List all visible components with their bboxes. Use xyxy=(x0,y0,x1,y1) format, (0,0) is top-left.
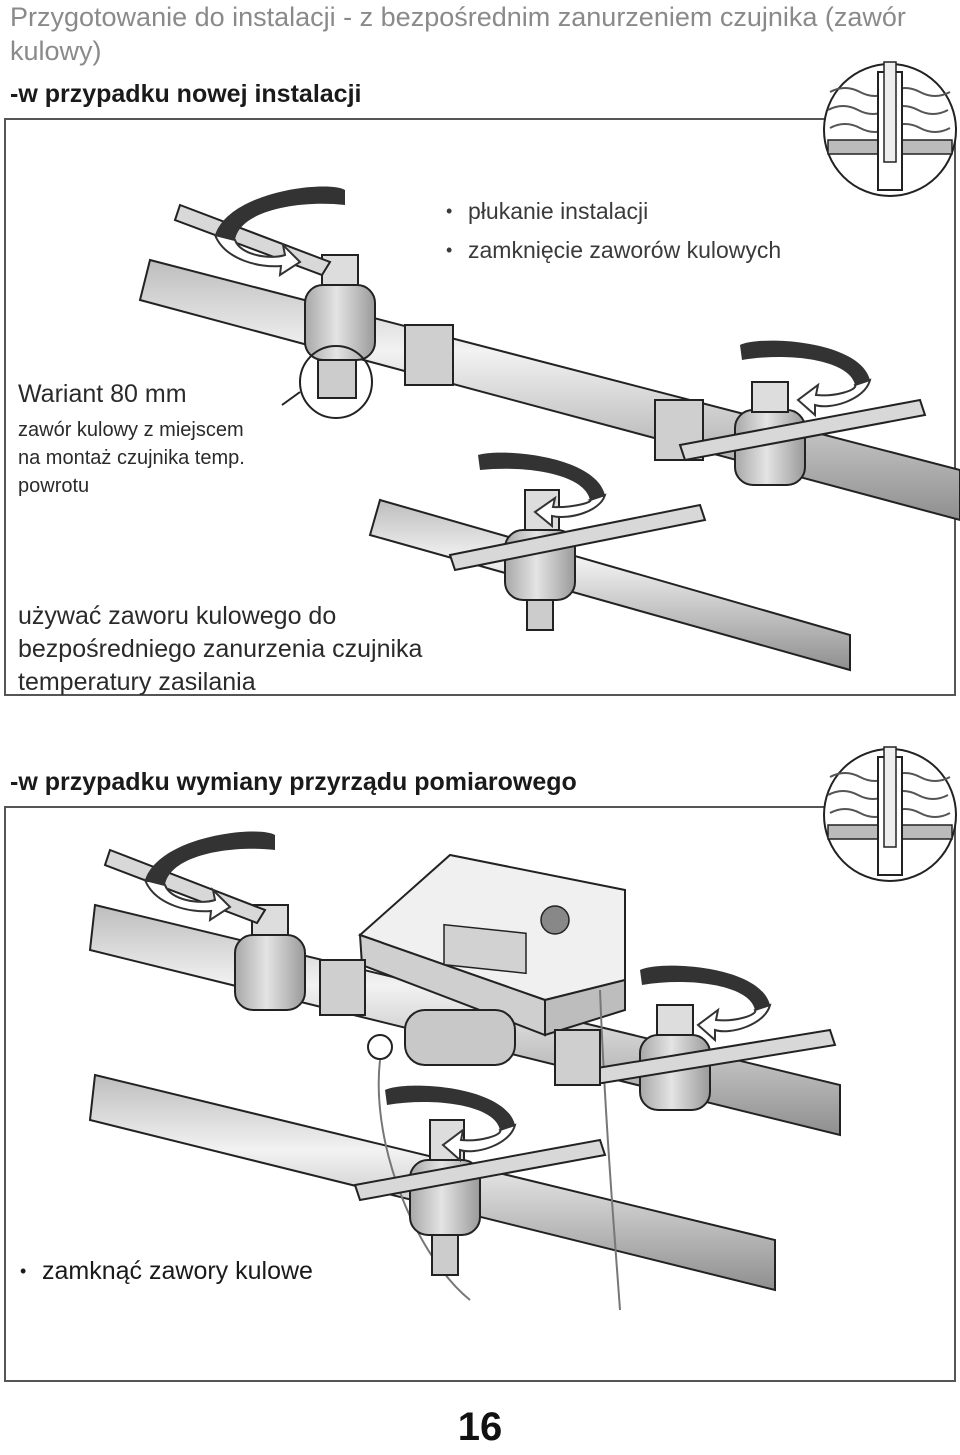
new-installation-panel: płukanie instalacji zamknięcie zaworów k… xyxy=(4,118,956,696)
rotation-arrow-icon xyxy=(740,340,872,418)
sensor-detail-icon xyxy=(823,746,957,882)
bullet-item: płukanie instalacji xyxy=(446,192,781,231)
rotation-arrow-icon xyxy=(478,452,607,529)
meter-replacement-bullets: zamknąć zawory kulowe xyxy=(20,1252,313,1291)
variant-title: Wariant 80 mm xyxy=(18,380,187,408)
ball-valve-lower xyxy=(448,489,707,631)
note-line: bezpośredniego zanurzenia czujnika xyxy=(18,635,423,663)
rotation-arrow-icon xyxy=(640,965,772,1043)
new-installation-bullets: płukanie instalacji zamknięcie zaworów k… xyxy=(446,192,781,270)
ball-valve-upper-right xyxy=(554,1004,837,1111)
immersion-note: używać zaworu kulowego do bezpośredniego… xyxy=(18,600,422,699)
ball-valve-lower xyxy=(353,1119,607,1276)
heat-meter xyxy=(358,853,626,1311)
return-pipe xyxy=(368,498,851,672)
section-heading-meter-replacement: -w przypadku wymiany przyrządu pomiarowe… xyxy=(10,768,577,796)
sensor-detail-icon xyxy=(823,61,957,197)
note-line: używać zaworu kulowego do xyxy=(18,602,337,630)
bullet-item: zamknięcie zaworów kulowych xyxy=(446,231,781,270)
variant-line: powrotu xyxy=(18,475,90,497)
ball-valve-upper-right xyxy=(678,381,927,486)
note-line: temperatury zasilania xyxy=(18,668,256,696)
variant-line: na montaż czujnika temp. xyxy=(18,447,245,469)
rotation-arrow-icon xyxy=(213,186,345,277)
rotation-arrow-icon xyxy=(385,1085,517,1163)
new-installation-illustration xyxy=(138,61,960,672)
page-title: Przygotowanie do instalacji - z bezpośre… xyxy=(10,2,906,66)
bullet-item: zamknąć zawory kulowe xyxy=(20,1252,313,1291)
variant-line: zawór kulowy z miejscem xyxy=(18,419,244,441)
variant-description: zawór kulowy z miejscem na montaż czujni… xyxy=(18,416,245,500)
page-number: 16 xyxy=(457,1405,503,1449)
rotation-arrow-icon xyxy=(143,831,275,922)
section-heading-new-installation: -w przypadku nowej instalacji xyxy=(10,80,362,108)
